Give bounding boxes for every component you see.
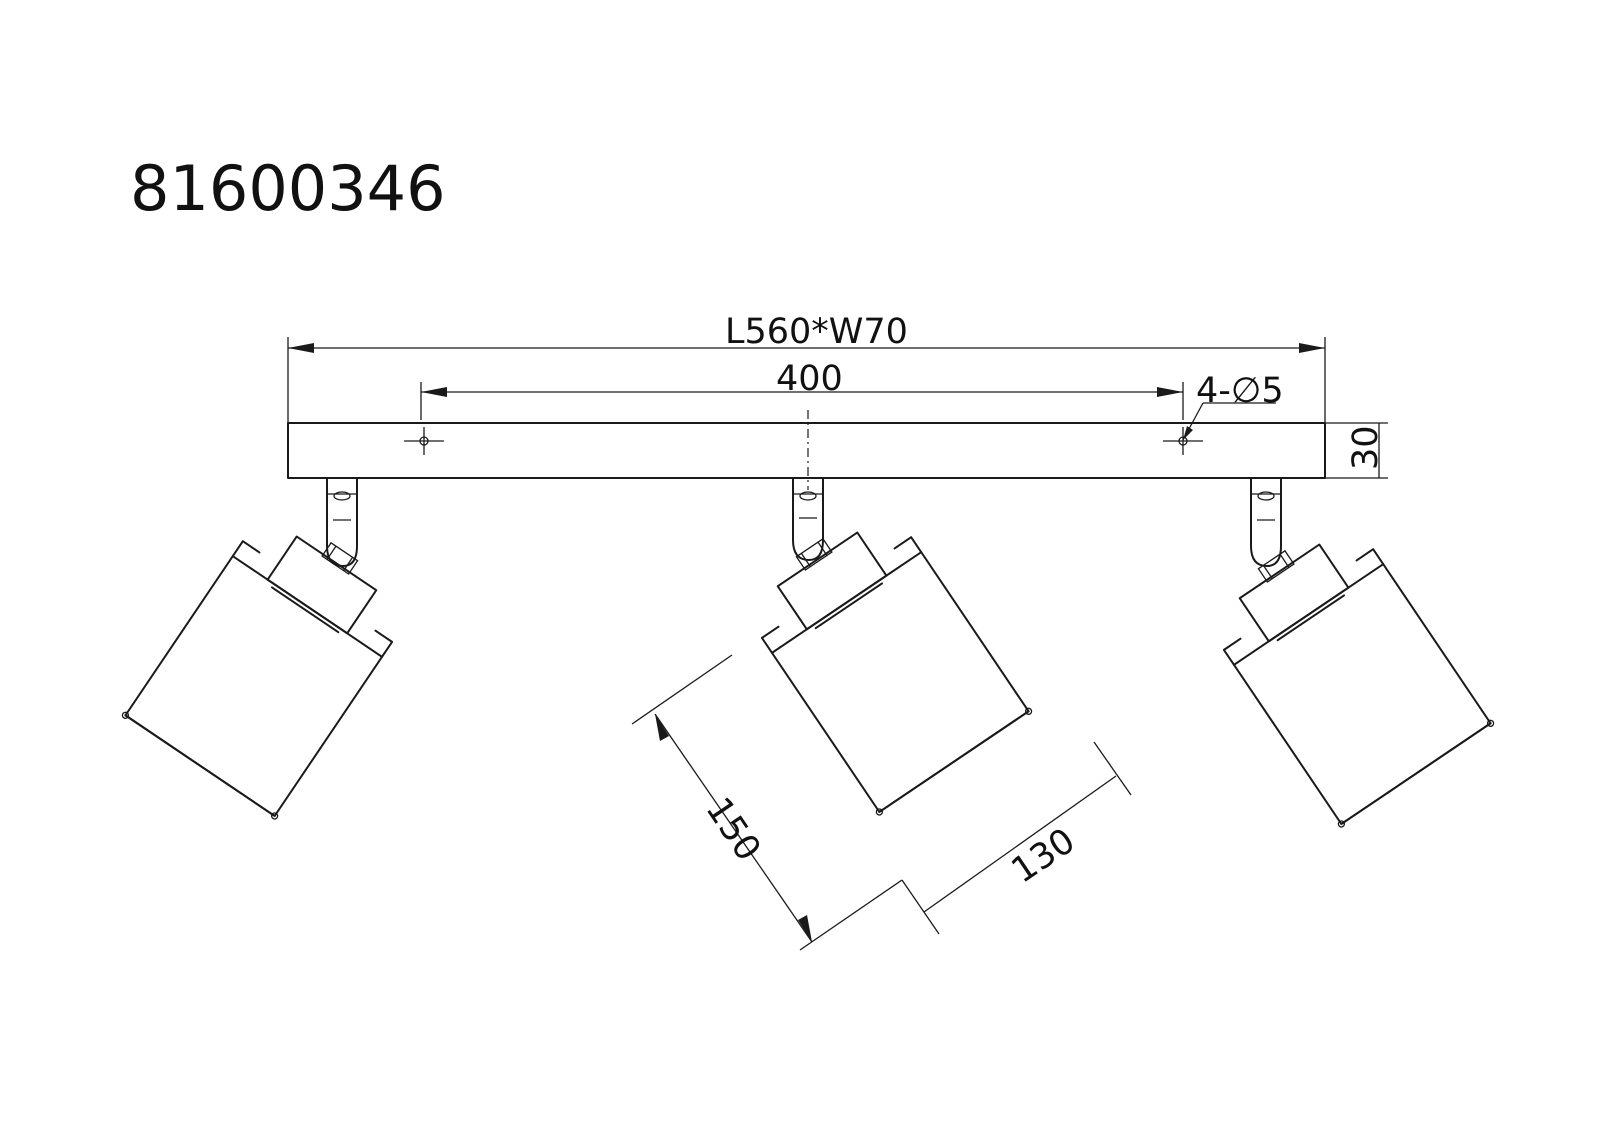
spot-lamp-right bbox=[1222, 477, 1495, 828]
hole-callout-label: 4-∅5 bbox=[1196, 371, 1284, 411]
mounting-hole-left bbox=[404, 427, 444, 455]
shade-diameter-label: 130 bbox=[1005, 821, 1083, 892]
base-plate bbox=[287, 410, 1326, 490]
spot-lamp-middle bbox=[760, 477, 1033, 816]
spot-lamp-left bbox=[121, 477, 394, 820]
hole-spacing-label: 400 bbox=[776, 359, 843, 399]
hole-spacing-dimension: 400 bbox=[420, 359, 1184, 420]
base-height-label: 30 bbox=[1346, 425, 1386, 470]
overall-length-dimension: L560*W70 bbox=[287, 312, 1326, 423]
overall-dimension-label: L560*W70 bbox=[725, 312, 908, 352]
shade-height-dimension: 150 bbox=[631, 654, 903, 951]
mounting-hole-right bbox=[1163, 427, 1203, 455]
hole-callout: 4-∅5 bbox=[1182, 371, 1284, 441]
base-height-dimension: 30 bbox=[1325, 422, 1388, 479]
model-number: 81600346 bbox=[130, 152, 446, 225]
shade-height-label: 150 bbox=[698, 791, 769, 869]
shade-diameter-dimension: 130 bbox=[901, 741, 1132, 935]
